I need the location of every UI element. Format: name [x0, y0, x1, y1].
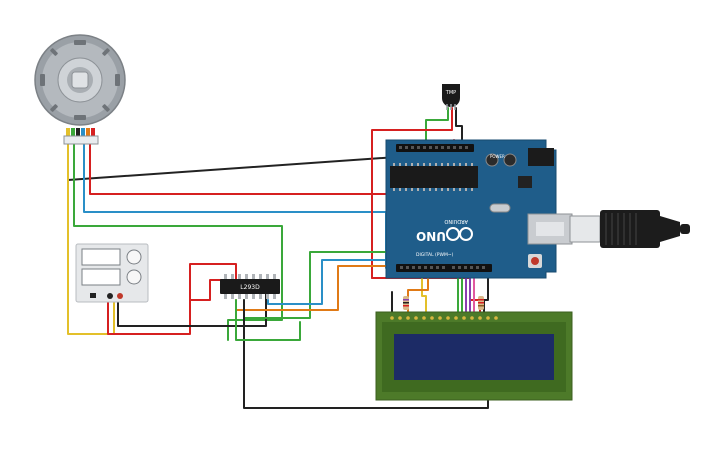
tmp-sensor[interactable]: TMP [442, 84, 460, 110]
ps-knob-bottom[interactable] [126, 269, 142, 285]
wire-driver-red2[interactable] [189, 279, 227, 301]
power-label: POWER [490, 154, 505, 159]
resistor-left[interactable] [403, 296, 409, 310]
ps-terminal-red [117, 293, 123, 299]
power-jack [528, 148, 554, 166]
lcd-screen [394, 334, 554, 380]
atmega-chip [390, 166, 478, 188]
board-model: UNO [416, 229, 446, 243]
ps-display-top [81, 248, 121, 266]
board-brand: ARDUINO [444, 218, 468, 224]
power-supply[interactable] [75, 243, 149, 303]
usb-cable[interactable] [569, 210, 690, 248]
arduino-logo [446, 227, 473, 241]
lcd-display[interactable] [375, 311, 573, 401]
l293d-driver[interactable]: L293D [220, 274, 280, 299]
ps-terminal-black [107, 293, 113, 299]
wire-lcd-green-return[interactable] [235, 299, 301, 341]
wire-motor-yellow[interactable] [67, 139, 115, 335]
driver-chip-label: L293D [240, 284, 260, 291]
wire-tmp-black[interactable] [455, 107, 463, 151]
wire-lcd-black2[interactable] [483, 267, 489, 319]
ps-display-bottom [81, 268, 121, 286]
tmp-sensor-label: TMP [445, 90, 456, 96]
wire-motor-green[interactable] [73, 137, 283, 341]
ps-knob-top[interactable] [126, 249, 142, 265]
wire-lcd-ground[interactable] [243, 299, 489, 409]
wire-lcd-yellow[interactable] [421, 267, 427, 319]
motor-lead-colors [66, 128, 95, 138]
digital-label: DIGITAL (PWM~) [416, 252, 454, 258]
resistor-right[interactable] [478, 296, 484, 310]
wire-tmp-green[interactable] [425, 107, 449, 149]
dc-motor[interactable] [34, 34, 126, 145]
arduino-uno[interactable]: UNO ARDUINO DIGITAL (PWM~) POWER [385, 139, 573, 279]
